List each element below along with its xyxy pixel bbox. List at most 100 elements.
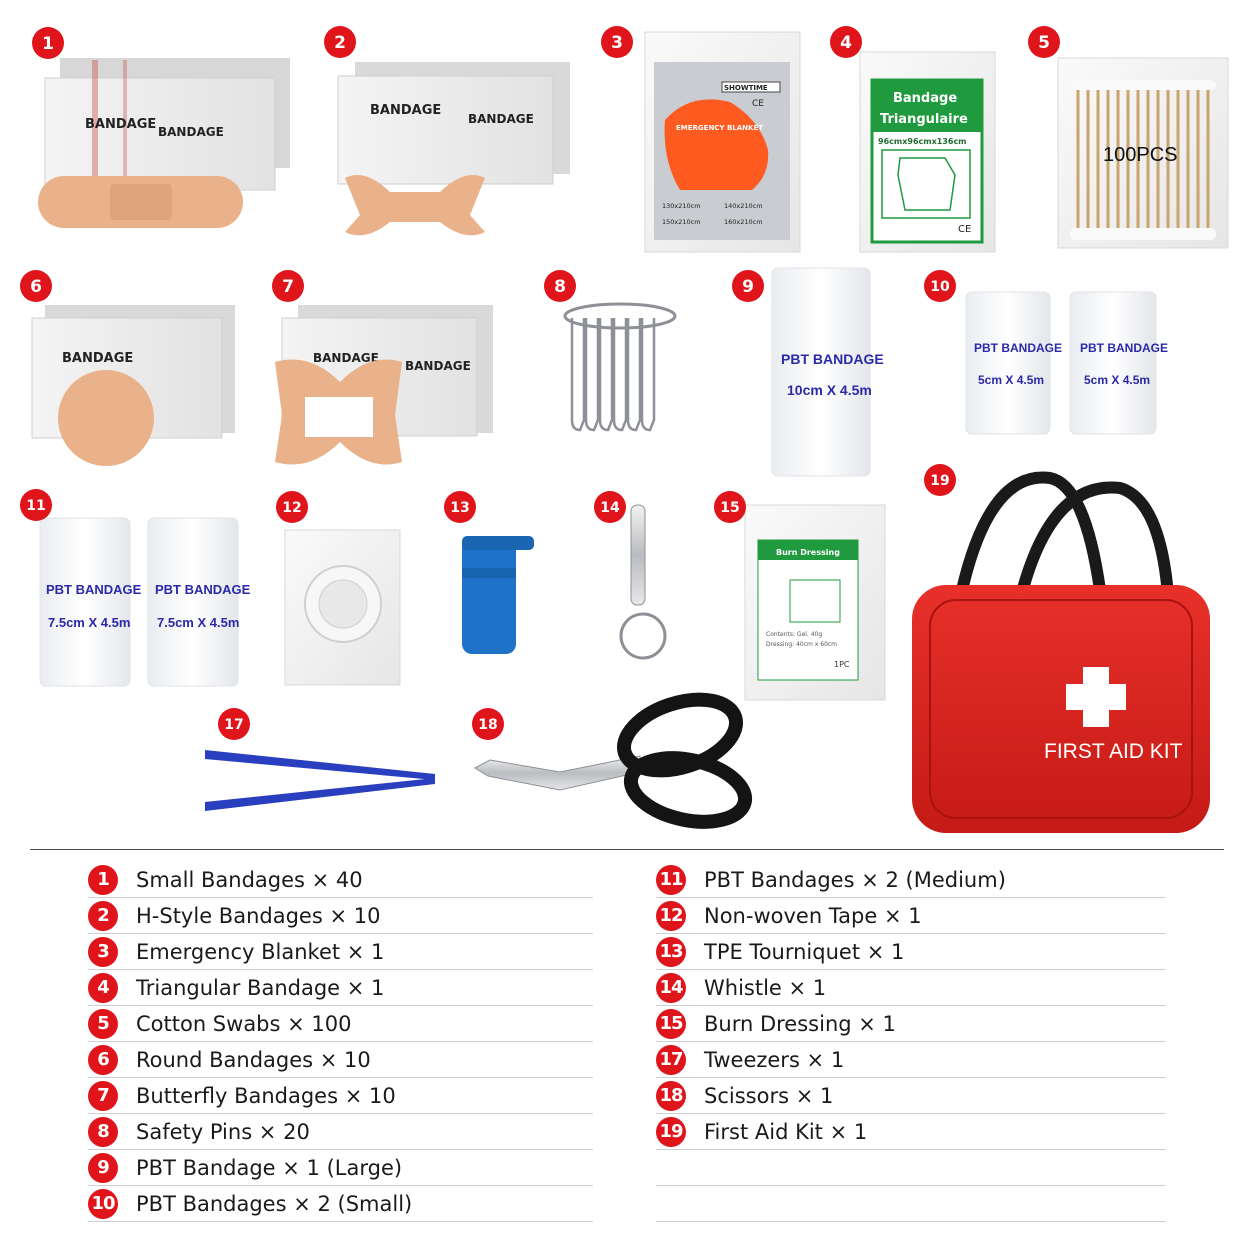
legend-item: 12 Non-woven Tape × 1 (656, 898, 1166, 934)
small-bandages-box: BANDAGE BANDAGE (38, 58, 290, 228)
svg-text:1: 1 (42, 34, 54, 54)
legend-label: Burn Dressing × 1 (704, 1011, 896, 1036)
bandage-label: BANDAGE (405, 359, 471, 373)
triangular-size: 96cmx96cmx136cm (878, 137, 967, 146)
legend-item: 6 Round Bandages × 10 (88, 1042, 593, 1078)
legend-label: Cotton Swabs × 100 (136, 1011, 352, 1036)
legend-right-column: 11 PBT Bandages × 2 (Medium) 12 Non-woven … (656, 862, 1176, 1222)
badge: 11 (20, 489, 52, 521)
svg-text:7: 7 (282, 277, 294, 297)
legend-item: 19 First Aid Kit × 1 (656, 1114, 1166, 1150)
bandage-label: BANDAGE (158, 125, 224, 139)
swabs-count-label: 100PCS (1103, 144, 1178, 166)
badge: 14 (594, 491, 626, 523)
pbt-size-label: 10cm X 4.5m (787, 382, 872, 398)
legend-label: PBT Bandages × 2 (Medium) (704, 867, 1006, 892)
badge: 18 (472, 708, 504, 740)
butterfly-bandages-box: BANDAGE BANDAGE (275, 305, 493, 465)
badge: 5 (1028, 26, 1060, 58)
h-style-bandages-box: BANDAGE BANDAGE (337, 62, 570, 236)
svg-text:5: 5 (1038, 33, 1050, 53)
badge: 4 (830, 26, 862, 58)
pbt-bandages-medium: PBT BANDAGE 7.5cm X 4.5m PBT BANDAGE 7.5… (39, 517, 251, 687)
ce-mark: CE (958, 224, 971, 235)
legend-number-badge: 4 (88, 972, 118, 1003)
blanket-size: 160x210cm (724, 218, 763, 226)
legend-number-badge: 12 (656, 900, 686, 931)
bandage-label: BANDAGE (468, 112, 534, 126)
svg-text:8: 8 (554, 277, 566, 297)
bandage-label: BANDAGE (62, 351, 133, 366)
legend-empty-row (656, 1150, 1166, 1186)
showtime-label: SHOWTIME (724, 84, 768, 92)
legend-number-badge: 11 (656, 864, 686, 895)
legend-label: Safety Pins × 20 (136, 1119, 310, 1144)
pbt-size-label: 5cm X 4.5m (978, 373, 1044, 387)
legend-number-badge: 3 (88, 936, 118, 967)
badge: 9 (732, 270, 764, 302)
legend-item: 3 Emergency Blanket × 1 (88, 934, 593, 970)
legend-number-badge: 7 (88, 1080, 118, 1111)
burn-pc-label: 1PC (834, 660, 850, 669)
legend-number-badge: 6 (88, 1044, 118, 1075)
legend-number-badge: 8 (88, 1116, 118, 1147)
svg-text:6: 6 (30, 277, 42, 297)
blanket-size: 150x210cm (662, 218, 701, 226)
legend-label: First Aid Kit × 1 (704, 1119, 868, 1144)
badge: 17 (218, 708, 250, 740)
blanket-size: 130x210cm (662, 202, 701, 210)
legend-number-badge: 9 (88, 1152, 118, 1183)
bandage-label: BANDAGE (85, 117, 156, 132)
legend-item: 15 Burn Dressing × 1 (656, 1006, 1166, 1042)
pbt-bandage-label: PBT BANDAGE (1080, 341, 1168, 355)
legend-label: PBT Bandages × 2 (Small) (136, 1191, 413, 1216)
svg-text:10: 10 (930, 279, 950, 295)
legend-label: Whistle × 1 (704, 975, 827, 1000)
legend-item: 7 Butterfly Bandages × 10 (88, 1078, 593, 1114)
legend-label: Scissors × 1 (704, 1083, 834, 1108)
legend-item: 18 Scissors × 1 (656, 1078, 1166, 1114)
pbt-size-label: 7.5cm X 4.5m (157, 615, 239, 630)
svg-text:15: 15 (720, 500, 739, 516)
legend-label: Non-woven Tape × 1 (704, 903, 922, 928)
svg-text:11: 11 (26, 498, 45, 514)
pbt-bandage-label: PBT BANDAGE (781, 351, 884, 367)
legend-empty-row (656, 1186, 1166, 1222)
badge: 10 (924, 270, 956, 302)
legend-number-badge: 2 (88, 900, 118, 931)
legend-number-badge: 10 (88, 1188, 118, 1219)
svg-text:9: 9 (742, 277, 754, 297)
legend-number-badge: 19 (656, 1116, 686, 1147)
legend-number-badge: 17 (656, 1044, 686, 1075)
triangular-title-2: Triangulaire (880, 112, 968, 127)
round-bandages-box: BANDAGE (31, 305, 235, 466)
badge: 3 (601, 26, 633, 58)
emergency-blanket: SHOWTIME CE EMERGENCY BLANKET 130x210cm … (644, 31, 801, 253)
pbt-bandages-small: PBT BANDAGE 5cm X 4.5m PBT BANDAGE 5cm X… (965, 291, 1168, 435)
bandage-label: BANDAGE (313, 351, 379, 365)
legend-label: Butterfly Bandages × 10 (136, 1083, 396, 1108)
badge: 6 (20, 270, 52, 302)
svg-text:14: 14 (600, 500, 620, 516)
legend-label: Emergency Blanket × 1 (136, 939, 385, 964)
legend-label: Round Bandages × 10 (136, 1047, 371, 1072)
tweezers (205, 750, 435, 811)
bandage-label: BANDAGE (370, 103, 441, 118)
section-divider (30, 849, 1224, 850)
legend-number-badge: 18 (656, 1080, 686, 1111)
svg-text:13: 13 (450, 500, 469, 516)
legend-item: 8 Safety Pins × 20 (88, 1114, 593, 1150)
whistle (619, 504, 667, 660)
burn-dressing-label: Burn Dressing (776, 548, 840, 557)
triangular-bandage: Bandage Triangulaire 96cmx96cmx136cm CE (859, 51, 996, 253)
pbt-bandage-large: PBT BANDAGE 10cm X 4.5m (771, 267, 884, 477)
legend-number-badge: 15 (656, 1008, 686, 1039)
kit-label: FIRST AID KIT (1044, 740, 1183, 763)
badge: 12 (276, 491, 308, 523)
product-illustration: BANDAGE BANDAGE BANDAGE BANDAGE SHOWTIME… (20, 26, 1229, 833)
